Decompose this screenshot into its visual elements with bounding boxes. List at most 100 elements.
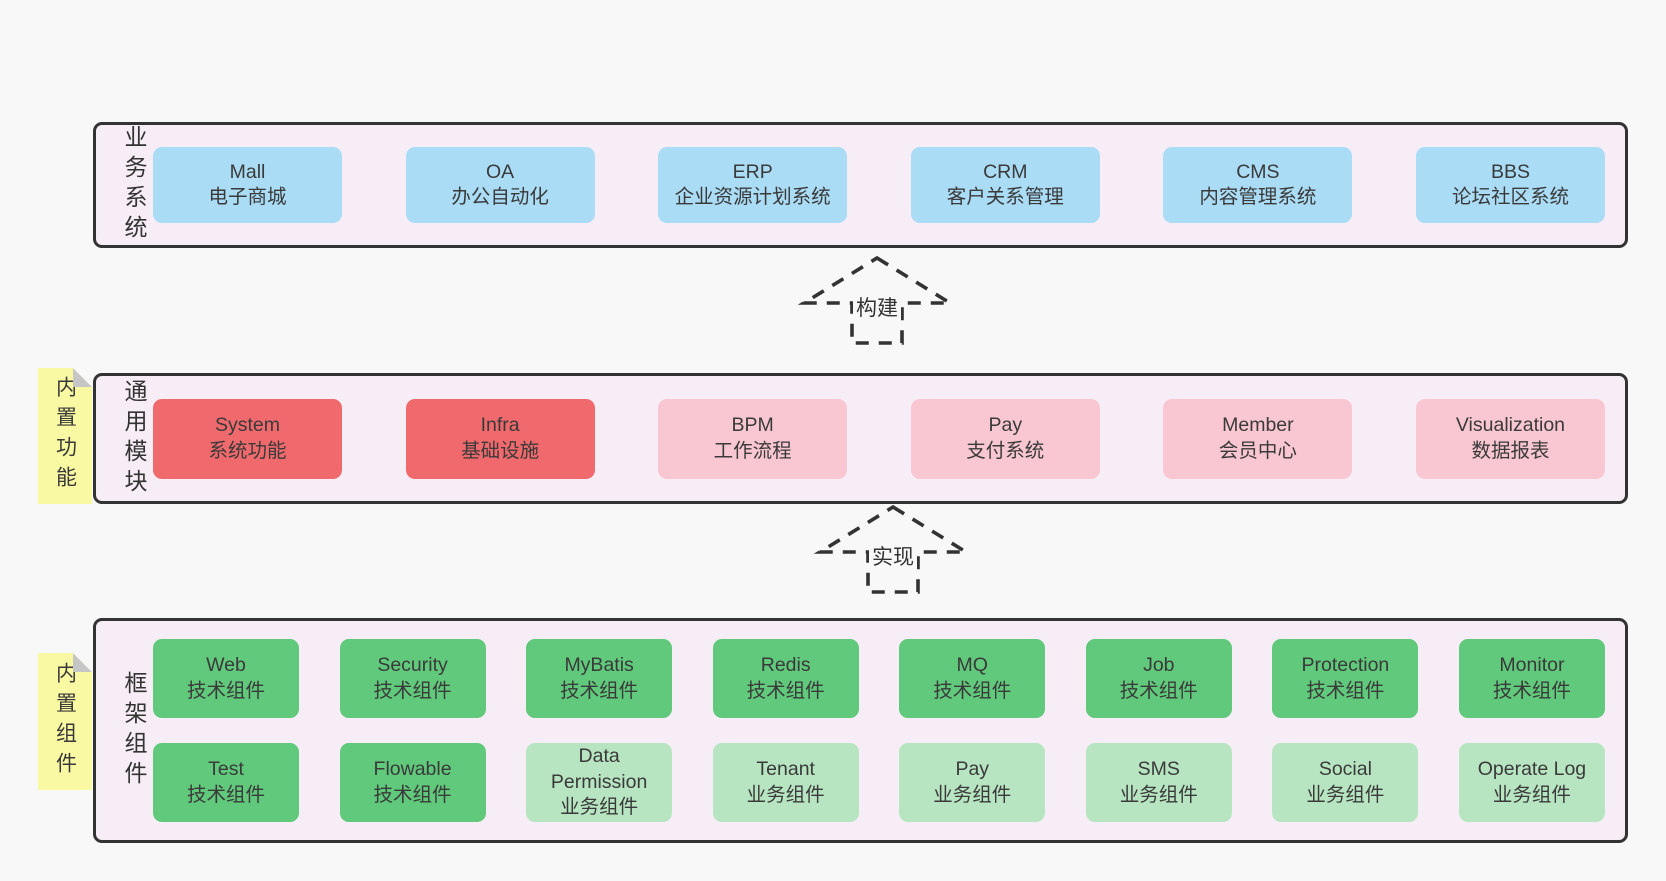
sticky-note-builtin-components: 内置组件 bbox=[38, 653, 92, 790]
box-title: Social bbox=[1318, 758, 1372, 781]
box-subtitle: 电子商城 bbox=[208, 186, 287, 208]
box-title: MyBatis bbox=[564, 654, 634, 677]
arrow-implement: 实现 bbox=[813, 504, 973, 596]
box-title: Web bbox=[206, 654, 246, 677]
box-title: Protection bbox=[1301, 654, 1390, 677]
box-title: Pay bbox=[988, 414, 1023, 437]
box-subtitle: 业务组件 bbox=[933, 783, 1012, 806]
box-title: ERP bbox=[732, 160, 773, 183]
box-title: Member bbox=[1222, 414, 1294, 437]
dashed-up-arrow-icon bbox=[797, 255, 957, 345]
band-label-common-modules: 通用模块 bbox=[121, 378, 147, 499]
folded-corner-icon bbox=[73, 653, 92, 672]
box-subtitle: 业务组件 bbox=[746, 783, 825, 806]
box-title: Monitor bbox=[1499, 654, 1565, 677]
box-subtitle: 技术组件 bbox=[560, 679, 639, 702]
box-subtitle: 技术组件 bbox=[1119, 679, 1198, 702]
box-title: OA bbox=[486, 160, 515, 183]
box-title: Redis bbox=[760, 654, 811, 677]
box-subtitle: 工作流程 bbox=[713, 439, 792, 462]
box-subtitle: 业务组件 bbox=[1119, 783, 1198, 806]
box-subtitle: 技术组件 bbox=[373, 783, 452, 806]
sticky-note-builtin-features-label: 内置功能 bbox=[53, 376, 77, 496]
box-title: CMS bbox=[1236, 160, 1280, 183]
box-subtitle: 业务组件 bbox=[1492, 783, 1571, 806]
box-title: Job bbox=[1143, 654, 1175, 677]
box-title: BBS bbox=[1490, 160, 1530, 183]
box-title: System bbox=[214, 414, 280, 437]
box-subtitle: 论坛社区系统 bbox=[1451, 186, 1569, 208]
box-subtitle: 会员中心 bbox=[1218, 439, 1297, 462]
folded-corner-icon bbox=[73, 368, 92, 387]
box-subtitle: 支付系统 bbox=[966, 439, 1045, 462]
box-title: Flowable bbox=[373, 758, 452, 781]
box-subtitle: 业务组件 bbox=[1306, 783, 1385, 806]
dashed-up-arrow-icon bbox=[813, 504, 973, 594]
box-subtitle: 技术组件 bbox=[1492, 679, 1571, 702]
arrow-implement-label: 实现 bbox=[869, 546, 917, 571]
box-subtitle: 系统功能 bbox=[208, 439, 287, 462]
box-subtitle: 内容管理系统 bbox=[1199, 186, 1317, 208]
box-cms: CMS 内容管理系统 bbox=[1163, 147, 1353, 223]
box-title: Tenant bbox=[756, 758, 815, 781]
band-label-business-systems: 业务系统 bbox=[121, 125, 147, 245]
box-bbs: BBS 论坛社区系统 bbox=[1415, 147, 1605, 223]
box-title: Data Permission bbox=[550, 745, 648, 793]
sticky-note-builtin-features: 内置功能 bbox=[38, 368, 92, 504]
box-subtitle: 技术组件 bbox=[1306, 679, 1385, 702]
box-title: Visualization bbox=[1455, 414, 1566, 437]
box-subtitle: 基础设施 bbox=[461, 439, 540, 462]
box-subtitle: 技术组件 bbox=[186, 783, 265, 806]
box-subtitle: 技术组件 bbox=[746, 679, 825, 702]
arrow-build-label: 构建 bbox=[853, 297, 901, 322]
box-title: MQ bbox=[956, 654, 988, 677]
sticky-note-builtin-components-label: 内置组件 bbox=[53, 661, 77, 782]
box-subtitle: 技术组件 bbox=[933, 679, 1012, 702]
box-title: CRM bbox=[983, 160, 1028, 183]
box-subtitle: 技术组件 bbox=[186, 679, 265, 702]
box-subtitle: 客户关系管理 bbox=[946, 186, 1064, 208]
box-title: BPM bbox=[731, 414, 774, 437]
box-subtitle: 业务组件 bbox=[560, 796, 639, 819]
box-title: Infra bbox=[480, 414, 520, 437]
arrow-build: 构建 bbox=[797, 255, 957, 347]
box-subtitle: 数据报表 bbox=[1471, 439, 1550, 462]
box-title: Pay bbox=[955, 758, 990, 781]
box-data-permission: Data Permission 业务组件 bbox=[526, 743, 673, 822]
box-subtitle: 技术组件 bbox=[373, 679, 452, 702]
box-title: Test bbox=[208, 758, 244, 781]
